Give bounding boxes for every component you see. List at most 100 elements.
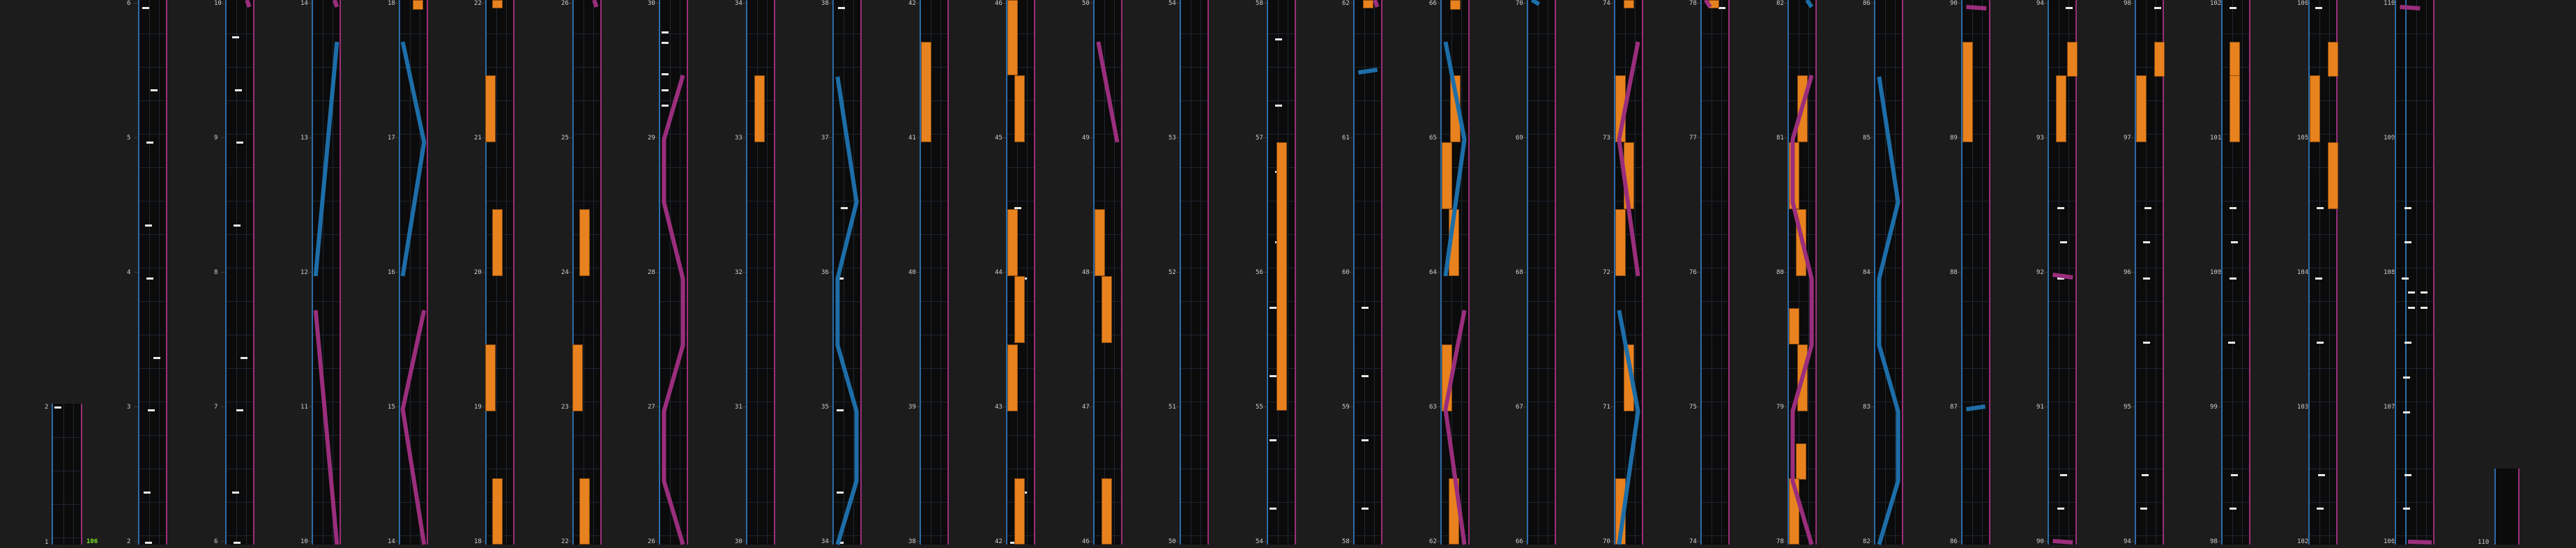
measure-number: 31 [735,404,742,411]
measure-line [1436,541,1440,542]
measure-line [1870,541,1874,542]
measure-number: 98 [2210,538,2218,545]
lane-divider [73,404,74,545]
beat-line [2223,33,2249,34]
tap-note [838,7,845,9]
beat-line [1615,301,1642,302]
beat-line [2407,67,2433,68]
beat-line [1355,301,1381,302]
beat-line [2049,33,2075,34]
beat-line [1875,535,1902,536]
measure-line [1002,406,1006,407]
beat-line [834,435,860,436]
beat-line [921,234,947,235]
beat-line [1355,502,1381,503]
tap-note [1275,38,1282,40]
tap-note [2404,207,2411,209]
measure-number: 18 [474,538,482,545]
lane-column [399,0,428,545]
beat-line [2310,301,2336,302]
beat-line [660,502,687,503]
measure-line [1263,137,1267,138]
measure-number: 58 [1342,538,1350,545]
beat-line [1442,67,1468,68]
beat-line [1355,100,1381,101]
beat-line [1528,167,1555,168]
beat-line [1963,167,1989,168]
measure-number: 95 [2124,404,2131,411]
lane-divider [1895,0,1896,545]
measure-number: 45 [995,135,1003,142]
beat-line [400,435,427,436]
measure-number: 98 [2124,0,2131,7]
tap-note [2315,277,2322,280]
beat-line [1007,234,1034,235]
tap-note [1270,375,1276,377]
beat-line [1355,33,1381,34]
measure-line [134,272,138,273]
beat-line [2136,435,2163,436]
beat-line [313,100,340,101]
tap-note [54,406,61,409]
measure-line [2043,541,2048,542]
lane-divider [2232,0,2233,545]
beat-line [1528,535,1555,536]
beat-line [574,301,600,302]
measure-number: 110 [2478,539,2490,546]
beat-line [139,234,166,235]
beat-line [227,301,253,302]
measure-number: 88 [1950,269,1958,276]
beat-line [1095,167,1121,168]
beat-line [2136,368,2163,369]
measure-number: 7 [214,404,218,411]
tap-note [837,277,844,280]
measure-number: 89 [1950,135,1958,142]
measure-line [1175,137,1180,138]
measure-number: 87 [1950,404,1958,411]
hold-note [1615,478,1626,545]
measure-number: 74 [1603,0,1610,7]
measure-line [2217,137,2221,138]
measure-number: 54 [1168,0,1176,7]
beat-line [1528,435,1555,436]
tap-note [236,142,243,144]
beat-line [313,535,340,536]
beat-line [834,234,860,235]
hold-note [1102,276,1112,343]
beat-line [487,134,513,135]
beat-line [1963,67,1989,68]
beat-line [400,234,427,235]
measure-line [307,137,312,138]
beat-line [2049,234,2075,235]
beat-line [227,234,253,235]
measure-line [1349,272,1353,273]
hold-note [1276,142,1287,411]
beat-line [921,502,947,503]
measure-number: 13 [300,135,308,142]
measure-number: 33 [735,135,742,142]
measure-line [2304,137,2308,138]
beat-line [747,167,774,168]
hold-note [1450,75,1461,142]
hold-note [1442,344,1452,411]
lane-divider [1635,0,1636,545]
hold-note [492,0,503,8]
measure-line [221,272,225,273]
hold-note [1624,142,1634,209]
measure-number: 22 [474,0,482,7]
lane-divider [63,404,64,545]
tap-note [144,492,151,494]
measure-line [2043,137,2048,138]
measure-line [742,272,746,273]
beat-line [921,100,947,101]
measure-line [307,541,312,542]
measure-line [828,137,832,138]
beat-line [1789,33,1815,34]
measure-number: 43 [995,404,1003,411]
measure-number: 94 [2036,0,2044,7]
measure-line [481,406,485,407]
measure-line [221,406,225,407]
lane-divider [593,0,594,545]
beat-line [400,535,427,536]
lane-column [2135,0,2164,545]
